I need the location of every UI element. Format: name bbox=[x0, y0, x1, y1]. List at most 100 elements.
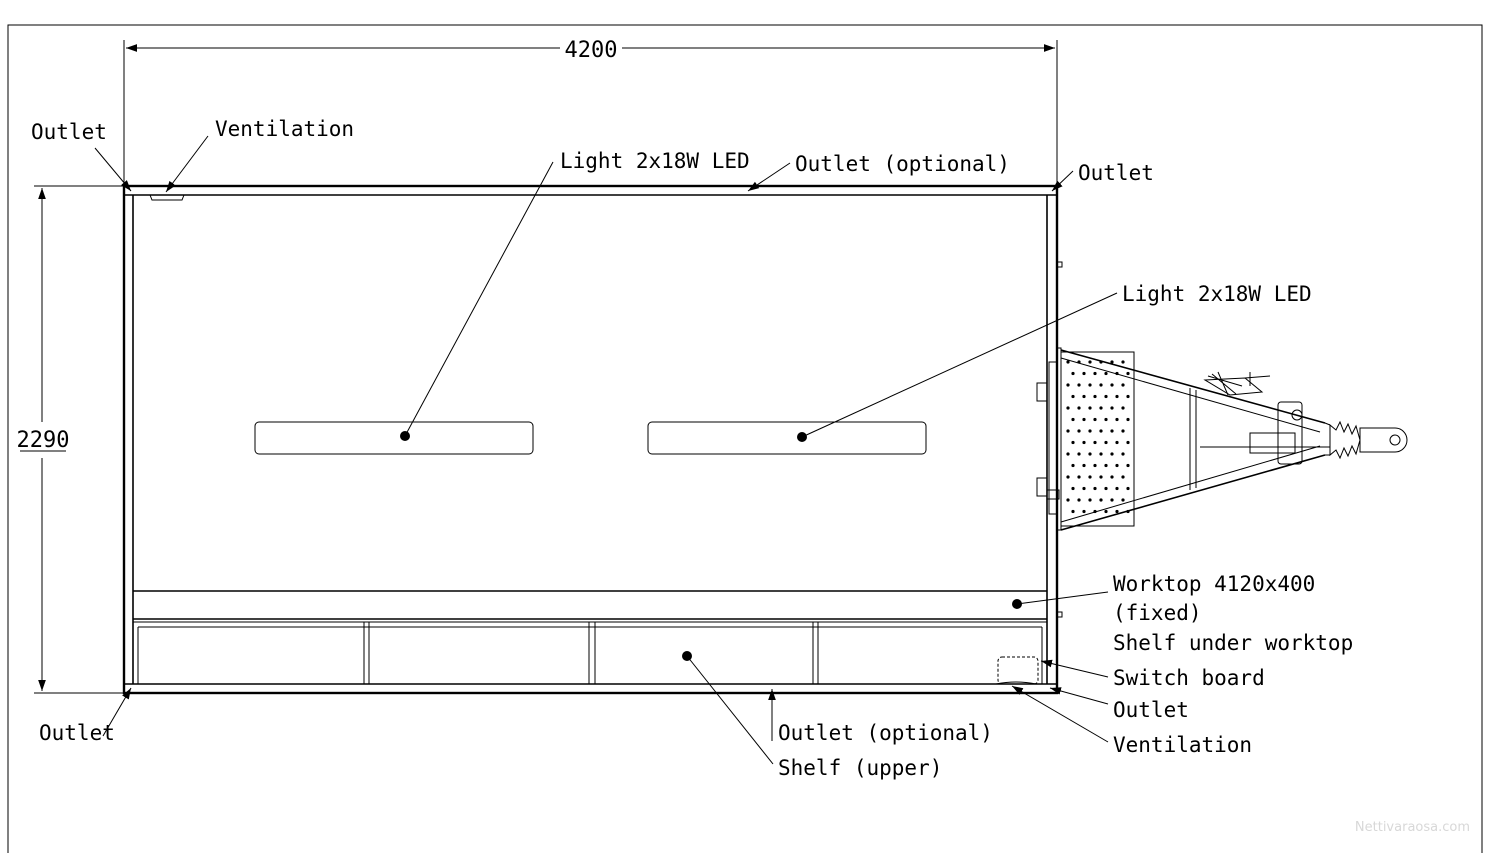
perforation-hole bbox=[1093, 509, 1097, 514]
trailer-body bbox=[122, 184, 1063, 695]
label-outlet-bottom-right: Outlet bbox=[1113, 698, 1189, 722]
light-right-dot bbox=[797, 432, 807, 442]
label-worktop-fixed: (fixed) bbox=[1113, 601, 1202, 625]
perforation-hole bbox=[1066, 383, 1070, 387]
perforation-hole bbox=[1110, 360, 1114, 364]
perforation-hole bbox=[1071, 394, 1075, 399]
shelf-under-worktop bbox=[133, 621, 1047, 684]
label-light-left: Light 2x18W LED bbox=[560, 149, 750, 173]
light-fixture-right bbox=[647, 421, 927, 455]
perforation-hole bbox=[1093, 394, 1097, 399]
perforation-hole bbox=[1082, 509, 1086, 514]
perforation-hole bbox=[1088, 475, 1092, 479]
perforation-holes bbox=[1066, 360, 1130, 514]
perforation-hole bbox=[1099, 498, 1103, 502]
perforation-hole bbox=[1115, 440, 1119, 445]
perforation-hole bbox=[1077, 383, 1081, 387]
label-ventilation-bottom: Ventilation bbox=[1113, 733, 1252, 757]
perforation-hole bbox=[1093, 440, 1097, 445]
perforation-hole bbox=[1088, 383, 1092, 387]
perforation-hole bbox=[1104, 417, 1108, 422]
callout-labels: Outlet Ventilation Light 2x18W LED Outle… bbox=[31, 117, 1353, 780]
perforation-hole bbox=[1126, 509, 1130, 514]
label-switch-board: Switch board bbox=[1113, 666, 1265, 690]
perforation-hole bbox=[1077, 498, 1081, 502]
perforation-hole bbox=[1104, 440, 1108, 445]
perforation-hole bbox=[1066, 360, 1070, 364]
label-outlet-top-right: Outlet bbox=[1078, 161, 1154, 185]
perforation-hole bbox=[1126, 463, 1130, 468]
perforation-hole bbox=[1110, 498, 1114, 502]
perforation-hole bbox=[1115, 417, 1119, 422]
perforation-hole bbox=[1110, 406, 1114, 410]
light-fixture-left bbox=[254, 421, 534, 455]
label-shelf-under-worktop: Shelf under worktop bbox=[1113, 631, 1353, 655]
perforation-hole bbox=[1071, 417, 1075, 422]
perforation-hole bbox=[1066, 498, 1070, 502]
perforation-hole bbox=[1082, 463, 1086, 468]
perforation-hole bbox=[1093, 486, 1097, 491]
perforation-hole bbox=[1099, 406, 1103, 410]
perforation-hole bbox=[1082, 486, 1086, 491]
width-dimension: 4200 bbox=[123, 38, 1058, 188]
perforation-hole bbox=[1110, 429, 1114, 433]
perforation-hole bbox=[1071, 463, 1075, 468]
perforation-hole bbox=[1082, 371, 1086, 376]
perforation-hole bbox=[1115, 509, 1119, 514]
perforation-hole bbox=[1099, 360, 1103, 364]
label-light-right: Light 2x18W LED bbox=[1122, 282, 1312, 306]
leader-lines bbox=[94, 135, 1118, 765]
perforation-hole bbox=[1104, 486, 1108, 491]
switch-board bbox=[997, 656, 1039, 685]
perforation-hole bbox=[1088, 498, 1092, 502]
perforation-hole bbox=[1121, 360, 1125, 364]
perforation-hole bbox=[1077, 360, 1081, 364]
perforation-hole bbox=[1082, 417, 1086, 422]
perforation-hole bbox=[1126, 371, 1130, 376]
label-outlet-top-left: Outlet bbox=[31, 120, 107, 144]
perforation-hole bbox=[1066, 429, 1070, 433]
perforation-hole bbox=[1121, 452, 1125, 456]
perforation-hole bbox=[1126, 486, 1130, 491]
perforation-hole bbox=[1088, 429, 1092, 433]
perforation-hole bbox=[1082, 440, 1086, 445]
drawbar bbox=[1036, 347, 1408, 531]
worktop bbox=[133, 590, 1047, 620]
shelf-upper-dot bbox=[682, 651, 692, 661]
perforation-hole bbox=[1115, 371, 1119, 376]
perforation-hole bbox=[1099, 429, 1103, 433]
perforation-hole bbox=[1121, 383, 1125, 387]
perforation-hole bbox=[1088, 360, 1092, 364]
height-dimension: 2290 bbox=[17, 185, 126, 694]
label-worktop: Worktop 4120x400 bbox=[1113, 572, 1315, 596]
light-left-dot bbox=[400, 431, 410, 441]
perforation-hole bbox=[1104, 371, 1108, 376]
perforation-hole bbox=[1088, 406, 1092, 410]
perforation-hole bbox=[1104, 463, 1108, 468]
perforation-hole bbox=[1115, 486, 1119, 491]
perforation-hole bbox=[1121, 429, 1125, 433]
perforation-hole bbox=[1110, 383, 1114, 387]
perforation-hole bbox=[1077, 475, 1081, 479]
perforation-hole bbox=[1066, 475, 1070, 479]
perforation-hole bbox=[1126, 440, 1130, 445]
watermark: Nettivaraosa.com bbox=[1355, 820, 1470, 835]
perforation-hole bbox=[1121, 475, 1125, 479]
perforation-hole bbox=[1099, 475, 1103, 479]
perforation-hole bbox=[1071, 486, 1075, 491]
worktop-dot bbox=[1012, 599, 1022, 609]
perforation-hole bbox=[1077, 406, 1081, 410]
label-outlet-optional-top: Outlet (optional) bbox=[795, 152, 1010, 176]
perforation-hole bbox=[1126, 394, 1130, 399]
perforation-hole bbox=[1093, 417, 1097, 422]
label-shelf-upper: Shelf (upper) bbox=[778, 756, 942, 780]
perforation-hole bbox=[1093, 371, 1097, 376]
perforation-hole bbox=[1115, 463, 1119, 468]
perforation-hole bbox=[1099, 383, 1103, 387]
width-dimension-value: 4200 bbox=[565, 38, 618, 63]
perforation-hole bbox=[1093, 463, 1097, 468]
perforation-hole bbox=[1104, 509, 1108, 514]
perforation-hole bbox=[1099, 452, 1103, 456]
perforation-hole bbox=[1066, 406, 1070, 410]
